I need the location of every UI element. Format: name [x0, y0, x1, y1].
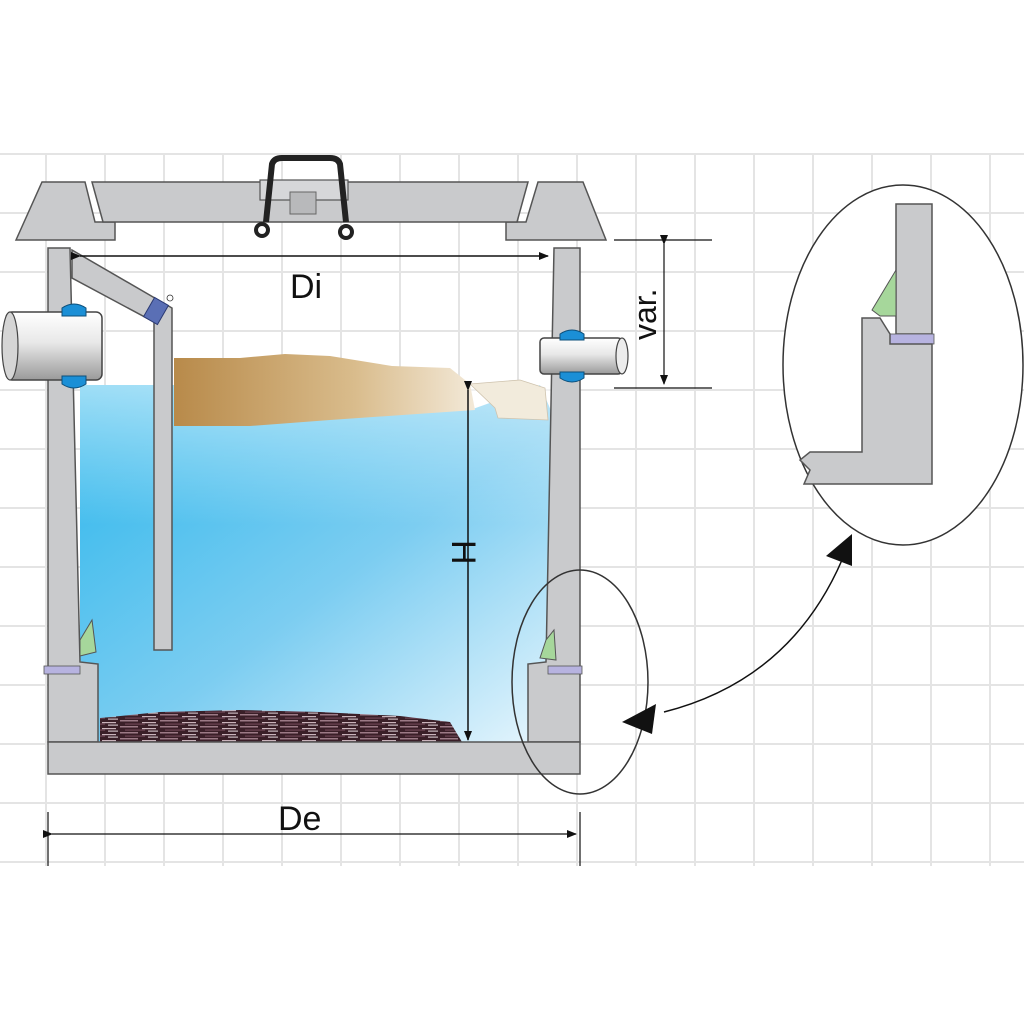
- pipes: [1, 303, 629, 389]
- sludge-layer: [100, 710, 462, 742]
- tank-contents: [80, 354, 555, 742]
- gasket-left: [43, 665, 81, 675]
- h-label: H: [444, 540, 482, 565]
- detail-wall-upper: [895, 203, 933, 335]
- dimension-de: [43, 812, 581, 866]
- handle-ring-left: [254, 222, 270, 238]
- scum-layer-right: [469, 379, 549, 421]
- inlet-seal-bottom: [61, 375, 87, 389]
- baffle-clamp: [142, 296, 170, 326]
- handle-ring-right: [338, 224, 354, 240]
- gasket-right: [547, 665, 583, 675]
- arrow-head-small: [622, 704, 656, 734]
- lid-frame-left: [14, 181, 116, 241]
- inlet-baffle: [71, 248, 174, 651]
- baffle-arm: [71, 248, 173, 651]
- curved-arrow-icon: [663, 559, 843, 713]
- joint-seal-right: [539, 628, 557, 661]
- inlet-pipe: [5, 311, 103, 381]
- detail-gasket: [889, 333, 935, 345]
- var-label: var.: [627, 288, 663, 340]
- detail-callout-small: [511, 569, 649, 795]
- outlet-seal-top: [559, 329, 585, 341]
- outlet-seal-bottom: [559, 371, 585, 383]
- lid-handle-slot: [289, 191, 317, 215]
- inlet-pipe-end: [1, 311, 19, 381]
- joint-seal-left: [79, 618, 97, 657]
- detail-callout-large: [782, 184, 1024, 546]
- detail-wall-lower: [798, 317, 933, 485]
- manhole-cover: [14, 155, 608, 241]
- inlet-seal-top: [61, 303, 87, 317]
- arrow-head-large: [826, 534, 852, 566]
- tank-floor: [47, 741, 581, 775]
- bubble: [166, 294, 174, 302]
- dimension-var: [614, 235, 712, 389]
- scum-layer: [174, 354, 475, 426]
- di-label: Di: [290, 268, 322, 306]
- outlet-pipe: [539, 337, 623, 375]
- outlet-pipe-end: [615, 337, 629, 375]
- handle-icon: [263, 155, 349, 223]
- detail-joint-seal: [871, 268, 897, 317]
- de-label: De: [278, 800, 321, 838]
